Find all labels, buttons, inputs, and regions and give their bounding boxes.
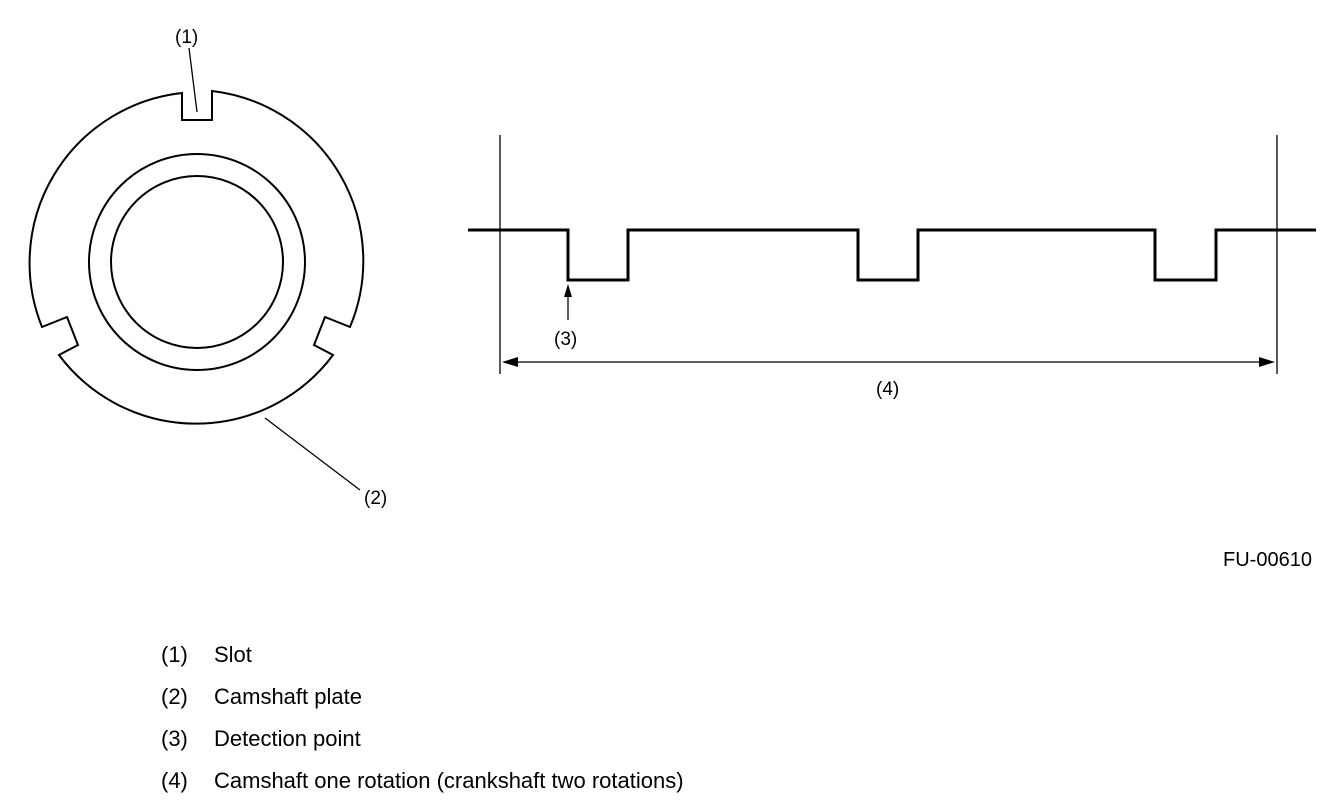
legend-item-text: Detection point (214, 726, 361, 751)
legend-item-number: (4) (161, 768, 188, 793)
signal-waveform (468, 135, 1316, 374)
camshaft-plate (28, 89, 365, 425)
one-rotation-callout: (4) (876, 379, 899, 400)
legend-item: (1) Slot (161, 634, 861, 676)
legend-item-text: Slot (214, 642, 252, 667)
slot-leader-line (188, 47, 198, 113)
legend-item-number: (3) (161, 726, 188, 751)
legend: (1) Slot (2) Camshaft plate (3) Detectio… (161, 634, 861, 802)
detection-point-arrowhead (564, 284, 572, 297)
camshaft-plate-bore (110, 175, 284, 349)
camshaft-plate-inner-ring (88, 153, 306, 371)
legend-item-text: Camshaft one rotation (crankshaft two ro… (214, 768, 684, 793)
camshaft-plate-outline (28, 89, 365, 425)
detection-point-callout: (3) (554, 329, 577, 350)
legend-item: (3) Detection point (161, 718, 861, 760)
legend-item-number: (2) (161, 684, 188, 709)
one-rotation-right-arrowhead (1259, 357, 1275, 367)
one-rotation-left-arrowhead (502, 357, 518, 367)
legend-item: (2) Camshaft plate (161, 676, 861, 718)
legend-item: (4) Camshaft one rotation (crankshaft tw… (161, 760, 861, 802)
camshaft-plate-leader-line (264, 417, 361, 491)
legend-item-number: (1) (161, 642, 188, 667)
legend-item-text: Camshaft plate (214, 684, 362, 709)
sensor-signal-trace (468, 228, 1316, 282)
camshaft-plate-callout: (2) (364, 488, 387, 509)
slot-callout: (1) (175, 27, 198, 48)
figure-code: FU-00610 (1223, 549, 1312, 571)
